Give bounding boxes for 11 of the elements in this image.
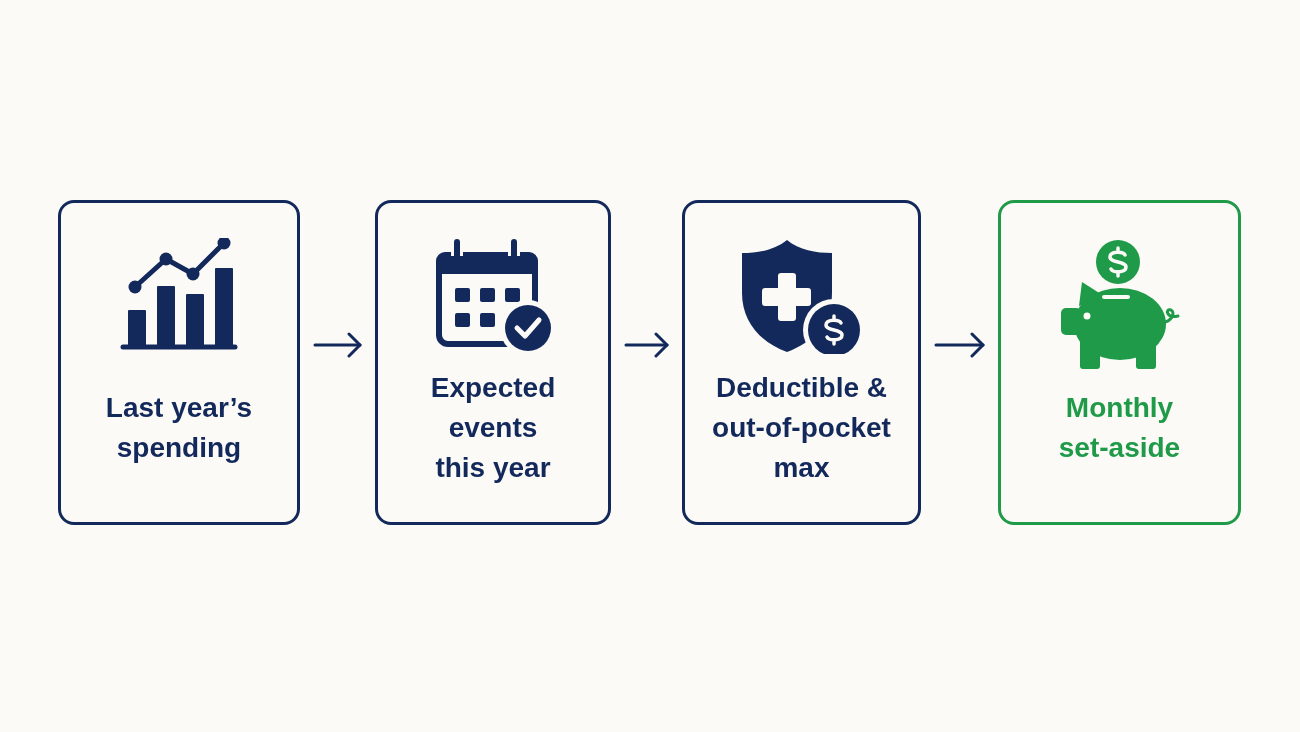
arrow (934, 332, 985, 358)
step-card (375, 200, 611, 525)
arrow (624, 332, 669, 358)
step-label: Deductible & out-of-pocket max (711, 370, 892, 485)
step-card (998, 200, 1241, 525)
arrow (313, 332, 362, 358)
step-card (58, 200, 300, 525)
step-label: Monthly set-aside (1057, 390, 1182, 465)
step-label: Last year’s spending (104, 390, 254, 465)
step-label: Expected events this year (429, 370, 557, 485)
step-card (682, 200, 921, 525)
